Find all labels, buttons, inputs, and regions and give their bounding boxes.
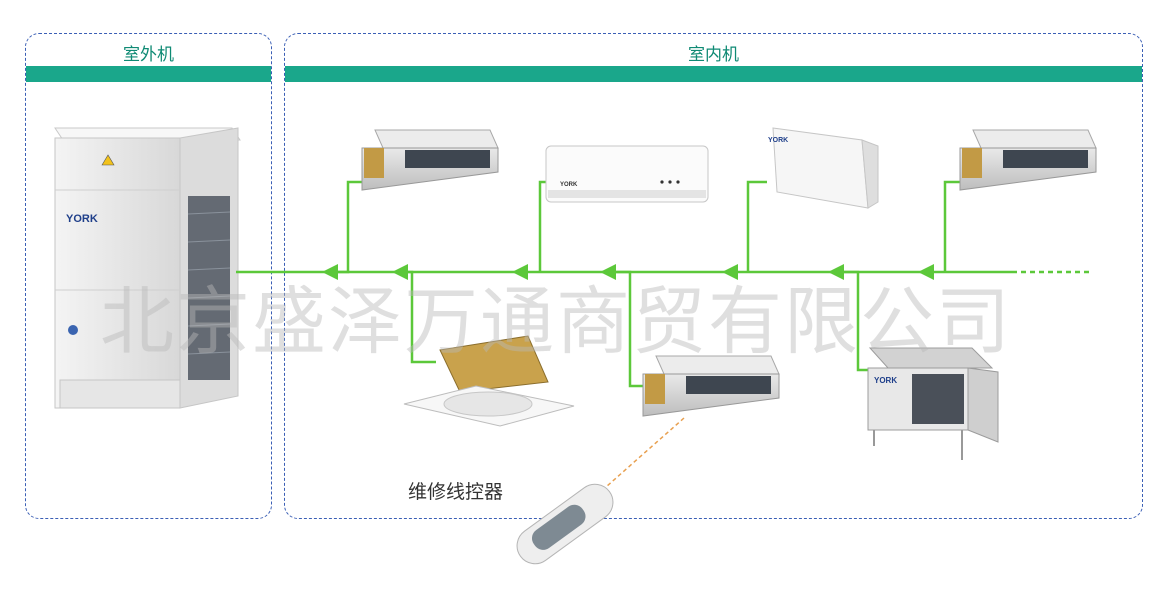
floor-unit-brand-logo: YORK <box>768 137 788 144</box>
wall-unit-brand-logo: YORK <box>560 182 578 188</box>
floor-standing-unit <box>867 347 999 460</box>
outdoor-header-band <box>26 66 271 82</box>
outdoor-unit <box>54 127 241 409</box>
duct-unit <box>642 355 780 417</box>
indoor-header-band <box>285 66 1142 82</box>
outdoor-panel: 室外机 <box>25 33 272 519</box>
indoor-title: 室内机 <box>688 45 739 65</box>
cassette-unit <box>403 335 575 427</box>
wall-mounted-unit <box>545 145 709 203</box>
controller-signal-line <box>597 417 685 495</box>
wired-controller <box>516 483 614 565</box>
indoor-panel: 室内机 <box>284 33 1143 519</box>
duct-unit <box>361 129 499 191</box>
duct-unit <box>959 129 1097 191</box>
floor-ceiling-unit <box>772 127 879 209</box>
controller-label: 维修线控器 <box>408 481 504 503</box>
outdoor-brand-logo: YORK <box>66 213 98 225</box>
fcu-brand-logo: YORK <box>874 376 897 385</box>
watermark-text: 北京盛泽万通商贸有限公司 <box>100 279 1012 365</box>
outdoor-title: 室外机 <box>123 45 174 65</box>
flow-arrows <box>322 264 934 280</box>
